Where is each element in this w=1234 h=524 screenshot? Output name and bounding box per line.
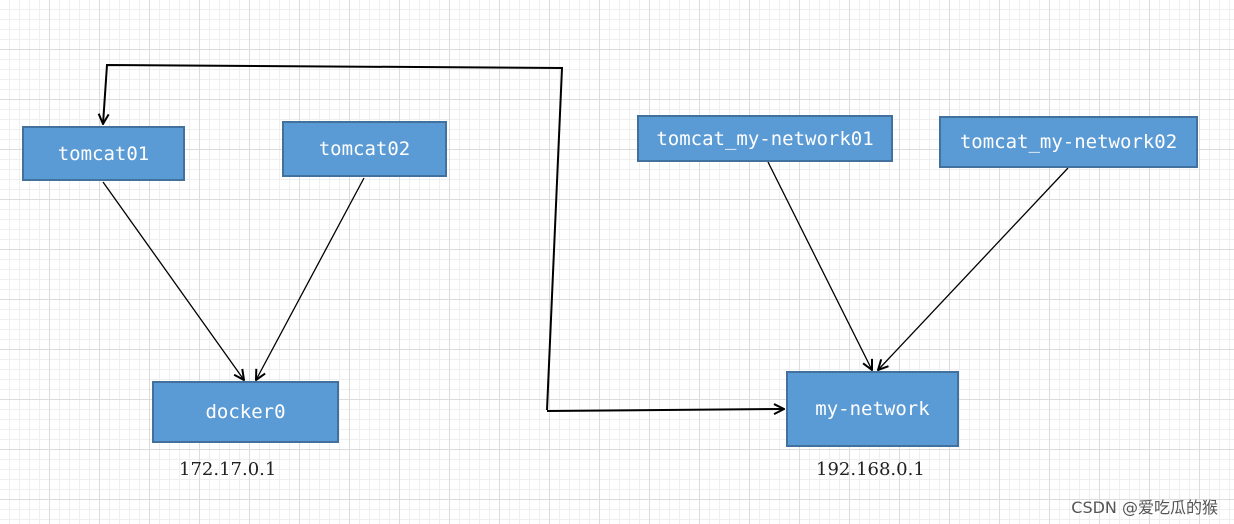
my-network-ip-label: 192.168.0.1 xyxy=(816,459,925,480)
node-my-network[interactable]: my-network xyxy=(786,371,959,447)
node-tomcat-my-network01[interactable]: tomcat_my-network01 xyxy=(637,115,893,162)
node-docker0[interactable]: docker0 xyxy=(152,381,339,443)
arrow-tomcat02-to-docker0 xyxy=(256,177,365,380)
arrow-tomcat-my-network01-to-my-network xyxy=(767,161,872,370)
node-tomcat02[interactable]: tomcat02 xyxy=(282,121,447,177)
node-tomcat01[interactable]: tomcat01 xyxy=(22,126,185,181)
watermark: CSDN @爱吃瓜的猴 xyxy=(1071,498,1218,517)
arrow-tomcat-my-network02-to-my-network xyxy=(878,167,1069,370)
arrow-my-network-link-to-tomcat01 xyxy=(103,63,564,411)
arrow-tomcat01-to-docker0 xyxy=(102,181,244,380)
docker0-ip-label: 172.17.0.1 xyxy=(179,459,277,480)
node-tomcat-my-network02[interactable]: tomcat_my-network02 xyxy=(939,116,1198,168)
arrow-link-to-my-network xyxy=(546,409,784,411)
